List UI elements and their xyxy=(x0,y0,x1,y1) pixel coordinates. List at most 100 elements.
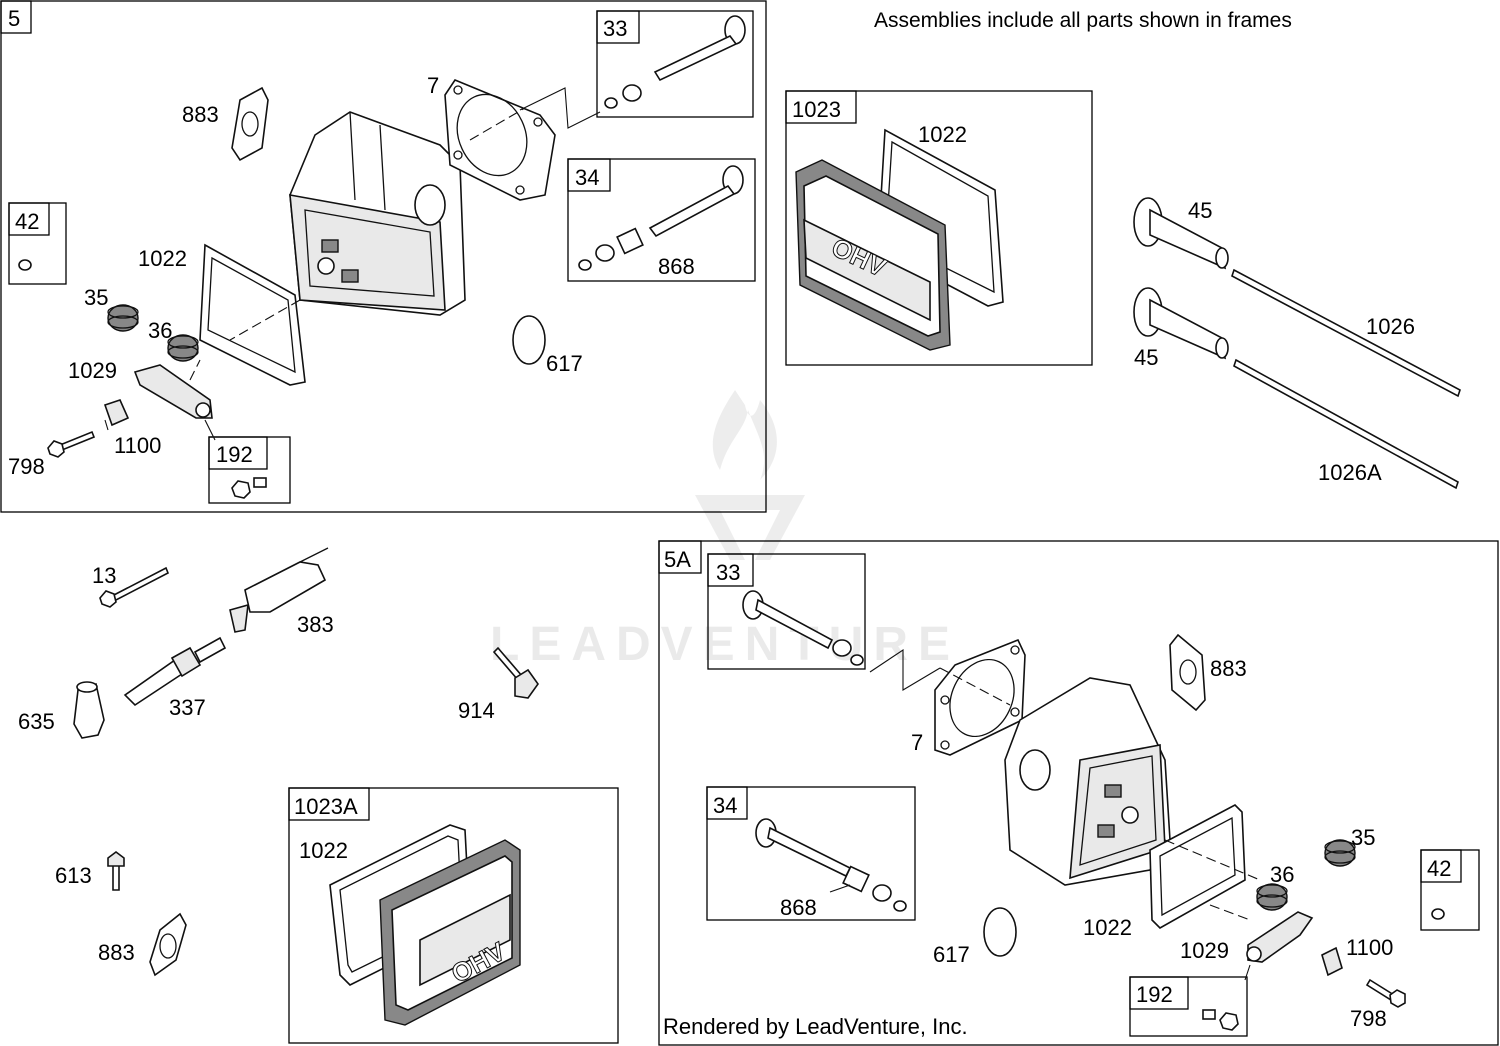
frame-5A-label: 5A xyxy=(664,547,691,572)
frame-192-tag xyxy=(208,436,268,470)
label-36-b: 36 xyxy=(1270,862,1294,887)
label-337: 337 xyxy=(169,695,206,720)
label-883-a: 883 xyxy=(182,102,219,127)
bolt-798-drawing-b xyxy=(1365,978,1406,1008)
spring-35-drawing-b xyxy=(1324,839,1356,867)
label-883-c: 883 xyxy=(1210,656,1247,681)
tappet-45-lower-drawing xyxy=(1133,287,1229,360)
label-45-a: 45 xyxy=(1188,198,1212,223)
gasket-883-drawing-c xyxy=(1169,633,1206,712)
frame-33-label: 33 xyxy=(603,16,627,41)
cover-gasket-1022-drawing-a xyxy=(199,243,306,386)
label-868-a: 868 xyxy=(658,254,695,279)
spring-36-drawing-b xyxy=(1256,883,1288,911)
rocker-arm-1029-drawing-b xyxy=(1246,911,1314,963)
bolt-613-drawing xyxy=(107,851,125,891)
label-36-a: 36 xyxy=(148,318,172,343)
tappet-45-upper-drawing xyxy=(1133,197,1229,270)
cylinder-head-drawing-a xyxy=(289,111,466,316)
frame-42-b-tag xyxy=(1420,849,1462,883)
label-1022-c: 1022 xyxy=(299,838,348,863)
head-gasket-7-drawing-a xyxy=(444,79,556,201)
spark-plug-337-drawing xyxy=(123,636,227,707)
frame-34 xyxy=(567,158,756,282)
frame-1023A xyxy=(288,787,619,1044)
label-13: 13 xyxy=(92,563,116,588)
frame-5-label: 5 xyxy=(8,6,20,31)
guide-plate-1100-drawing-b xyxy=(1321,946,1343,977)
label-1029-a: 1029 xyxy=(68,358,117,383)
label-1029-b: 1029 xyxy=(1180,938,1229,963)
leader-lines-frame-5A xyxy=(829,648,1261,981)
label-914: 914 xyxy=(458,698,495,723)
frame-33-b-tag xyxy=(707,553,754,587)
o-ring-617-drawing-b xyxy=(983,907,1017,957)
frame-5A-tag xyxy=(658,540,702,574)
spark-plug-boot-635-drawing xyxy=(73,681,105,739)
label-613: 613 xyxy=(55,863,92,888)
nut-192-drawing-b xyxy=(1202,1009,1239,1031)
label-635: 635 xyxy=(18,709,55,734)
valve-34-drawing xyxy=(578,165,744,271)
ignition-coil-383-drawing xyxy=(229,547,329,633)
frame-192-b-label: 192 xyxy=(1136,982,1173,1007)
rocker-arm-1029-drawing-a xyxy=(133,364,213,419)
frame-34-b xyxy=(706,786,916,921)
frame-33-tag xyxy=(596,10,640,44)
frame-34-b-tag xyxy=(706,786,748,820)
valve-cover-drawing-b: OHV xyxy=(329,824,521,1026)
valve-33-drawing-b xyxy=(742,590,864,666)
frame-1023-label: 1023 xyxy=(792,97,841,122)
o-ring-617-drawing-a xyxy=(512,315,546,365)
frame-192-label: 192 xyxy=(216,442,253,467)
frame-5-tag xyxy=(0,0,32,34)
frame-33-b xyxy=(707,553,866,670)
label-1022-b: 1022 xyxy=(918,122,967,147)
label-617-b: 617 xyxy=(933,942,970,967)
label-383: 383 xyxy=(297,612,334,637)
label-1100-a: 1100 xyxy=(114,433,161,458)
valve-34-drawing-b xyxy=(755,818,907,912)
frame-33-b-label: 33 xyxy=(716,560,740,585)
label-1026A: 1026A xyxy=(1318,460,1382,485)
gasket-883-drawing-a xyxy=(231,86,269,162)
label-798-a: 798 xyxy=(8,454,45,479)
label-1100-b: 1100 xyxy=(1346,935,1393,960)
head-gasket-7-drawing-b xyxy=(934,638,1026,756)
pushrod-1026A-drawing xyxy=(1233,358,1459,490)
label-617-a: 617 xyxy=(546,351,583,376)
nut-192-drawing xyxy=(231,477,267,499)
spring-35-drawing-a xyxy=(107,304,139,332)
label-7-b: 7 xyxy=(911,730,923,755)
frame-1023A-tag xyxy=(288,787,370,821)
header-note: Assemblies include all parts shown in fr… xyxy=(874,9,1292,32)
keeper-42-drawing-b xyxy=(1431,908,1445,920)
keeper-42-drawing xyxy=(18,259,32,271)
frame-33 xyxy=(596,10,754,118)
frame-5 xyxy=(0,0,767,513)
label-1026: 1026 xyxy=(1366,314,1415,339)
bolt-13-drawing xyxy=(99,566,170,608)
valve-33-drawing xyxy=(604,15,746,109)
gasket-883-drawing-b xyxy=(149,912,187,977)
frame-192-b-tag xyxy=(1129,976,1189,1010)
label-883-b: 883 xyxy=(98,940,135,965)
watermark-text: LEADVENTURE xyxy=(490,618,960,671)
valve-cover-drawing-a: OHV xyxy=(795,128,1004,351)
label-798-b: 798 xyxy=(1350,1006,1387,1031)
label-1022-a: 1022 xyxy=(138,246,187,271)
leadventure-watermark-logo xyxy=(695,390,805,560)
screw-914-drawing xyxy=(492,646,539,699)
cylinder-head-drawing-b xyxy=(1004,677,1171,886)
cover-gasket-1022-drawing-b xyxy=(1149,804,1246,929)
footer-note: Rendered by LeadVenture, Inc. xyxy=(663,1014,968,1039)
frame-42-label: 42 xyxy=(15,209,39,234)
frame-42-b-label: 42 xyxy=(1427,856,1451,881)
label-1022-d: 1022 xyxy=(1083,915,1132,940)
spring-36-drawing-a xyxy=(167,334,199,362)
frame-1023-tag xyxy=(785,90,857,124)
label-35-a: 35 xyxy=(84,285,108,310)
label-35-b: 35 xyxy=(1351,825,1375,850)
